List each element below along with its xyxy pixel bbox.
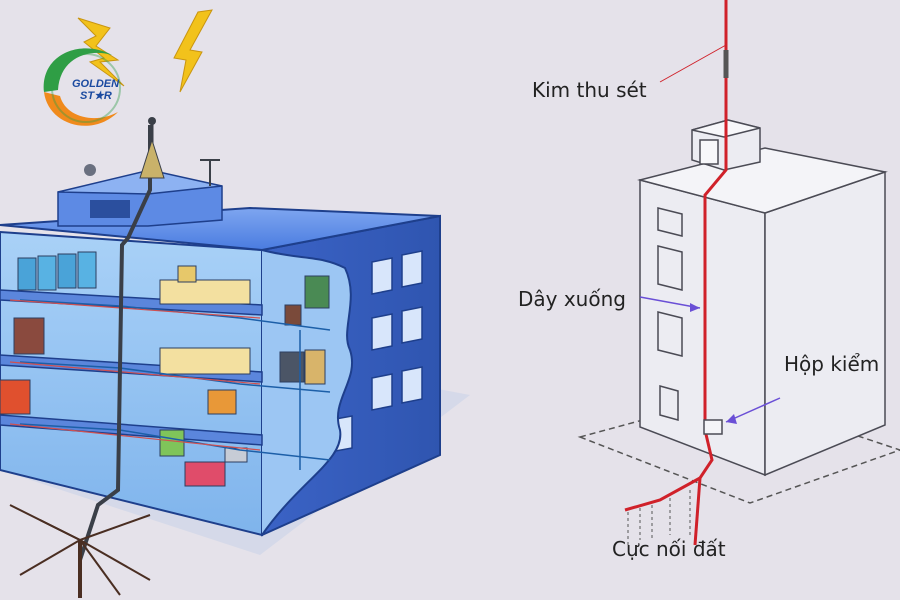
schematic-building: [577, 119, 900, 504]
label-lightning-rod: Kim thu sét: [532, 78, 647, 102]
lightning-bolt-icon: [173, 9, 213, 93]
label-down-conductor: Dây xuống: [518, 287, 626, 311]
label-test-box: Hộp kiểm: [784, 352, 880, 376]
logo-line2: ST★R: [80, 90, 112, 102]
building-windows: [329, 250, 423, 453]
golden-star-logo: [43, 48, 121, 126]
building-down-conductor: [78, 125, 152, 561]
floor-slabs: [0, 289, 263, 446]
cutaway-building: [0, 117, 470, 598]
label-leaders: [639, 44, 781, 424]
logo-text: GOLDEN ST★R: [72, 78, 119, 102]
test-box-icon: [703, 419, 723, 435]
ground-electrode-radials: [9, 504, 151, 598]
logo-line1: GOLDEN: [72, 78, 120, 90]
label-ground-electrode: Cực nối đất: [612, 537, 726, 561]
schematic-down-conductor: [624, 0, 728, 546]
